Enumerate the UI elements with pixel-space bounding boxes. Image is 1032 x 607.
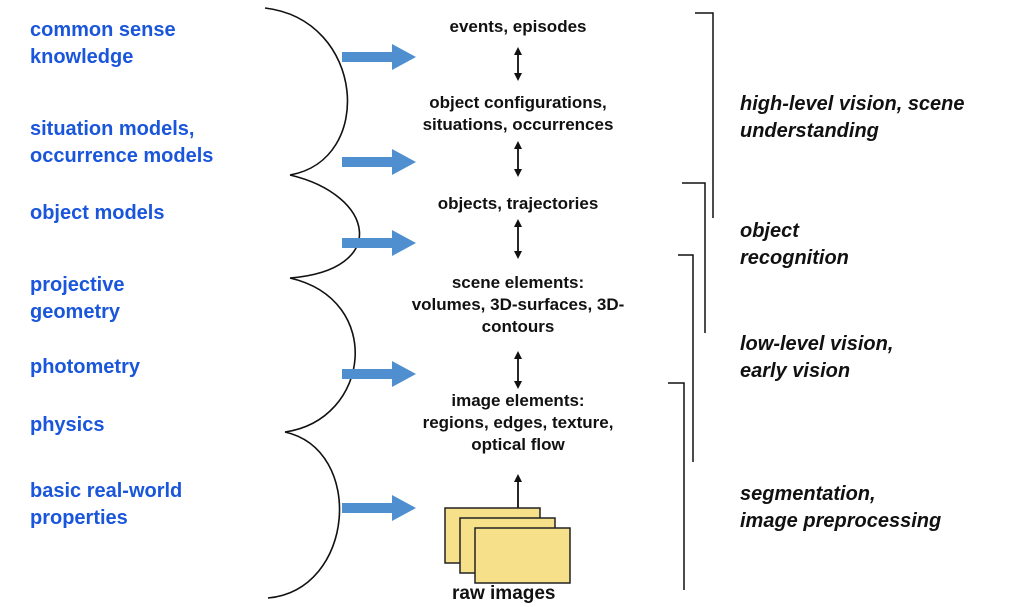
blue-arrow-icon bbox=[342, 44, 416, 70]
category-object-recognition: object recognition bbox=[740, 220, 849, 269]
level-objects: objects, trajectories bbox=[437, 194, 599, 213]
knowledge-projective-geometry: projective geometry bbox=[30, 274, 125, 323]
bracket-high-level bbox=[695, 12, 714, 218]
knowledge-common-sense: common sense knowledge bbox=[30, 19, 176, 68]
category-brackets bbox=[668, 12, 714, 590]
raw-images-label: raw images bbox=[452, 583, 556, 604]
knowledge-photometry: photometry bbox=[30, 356, 140, 378]
knowledge-braces bbox=[264, 7, 361, 599]
level-scene-elements: scene elements: volumes, 3D-surfaces, 3D… bbox=[411, 273, 625, 336]
level-object-configurations: object configurations, situations, occur… bbox=[422, 93, 614, 134]
knowledge-physics: physics bbox=[30, 414, 105, 436]
blue-arrow-icon bbox=[342, 149, 416, 175]
bracket-low-level bbox=[678, 254, 694, 462]
level-image-elements: image elements: regions, edges, texture,… bbox=[422, 391, 614, 454]
blue-arrows bbox=[342, 44, 416, 521]
image-card bbox=[474, 527, 571, 584]
blue-arrow-icon bbox=[342, 230, 416, 256]
raw-image-stack bbox=[444, 507, 571, 584]
brace-middle bbox=[289, 174, 361, 279]
knowledge-object-models: object models bbox=[30, 202, 165, 224]
brace-top bbox=[264, 7, 349, 176]
blue-arrow-icon bbox=[342, 361, 416, 387]
blue-arrow-icon bbox=[342, 495, 416, 521]
knowledge-basic-properties: basic real-world properties bbox=[30, 480, 183, 529]
brace-lower bbox=[284, 277, 356, 433]
level-events: events, episodes bbox=[449, 17, 587, 36]
knowledge-situation-models: situation models, occurrence models bbox=[30, 118, 214, 167]
category-high-level-vision: high-level vision, scene understanding bbox=[740, 93, 965, 142]
category-segmentation: segmentation, image preprocessing bbox=[740, 483, 942, 532]
bracket-segmentation bbox=[668, 382, 685, 590]
category-low-level-vision: low-level vision, early vision bbox=[740, 333, 894, 382]
brace-bottom bbox=[267, 431, 341, 599]
bracket-object-recognition bbox=[682, 182, 706, 333]
